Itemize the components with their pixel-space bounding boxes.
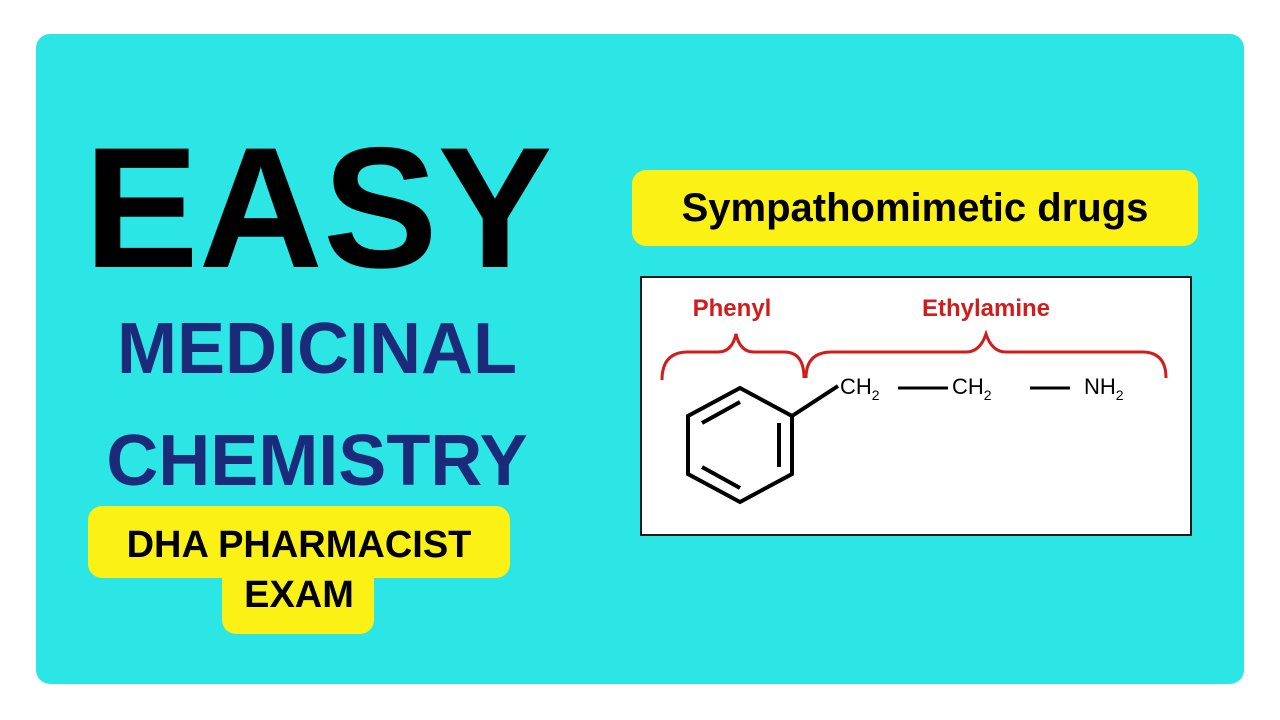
ethylamine-label: Ethylamine — [922, 295, 1050, 322]
ethylamine-brace — [804, 329, 1168, 379]
phenyl-brace — [660, 333, 806, 381]
exam-badge-text: DHA PHARMACIST EXAM — [88, 520, 510, 620]
benzene-double-bond-1 — [701, 400, 741, 425]
exam-badge-tab — [222, 570, 374, 634]
group-ch2-1: CH2 — [840, 374, 880, 403]
title-easy: EASY — [84, 112, 553, 304]
ring-bond — [790, 384, 840, 418]
exam-badge-background — [88, 506, 510, 578]
phenyl-label: Phenyl — [693, 295, 772, 322]
benzene-double-bond-3 — [701, 465, 741, 490]
topic-badge: Sympathomimetic drugs — [632, 170, 1198, 246]
benzene-ring — [686, 385, 794, 505]
thumbnail-card: EASY MEDICINAL CHEMISTRY DHA PHARMACIST … — [36, 34, 1244, 684]
title-chemistry: CHEMISTRY — [106, 421, 528, 501]
group-ch2-2: CH2 — [952, 374, 992, 403]
title-medicinal: MEDICINAL — [117, 309, 517, 389]
exam-badge-line1: DHA PHARMACIST — [126, 524, 472, 566]
exam-badge-line2: EXAM — [244, 574, 354, 616]
exam-badge: DHA PHARMACIST EXAM — [88, 506, 510, 634]
structure-svg: Phenyl Ethylamine CH2 CH2 NH2 — [660, 295, 1168, 505]
group-nh2: NH2 — [1084, 374, 1124, 403]
structure-diagram: Phenyl Ethylamine CH2 CH2 NH2 — [640, 276, 1192, 536]
